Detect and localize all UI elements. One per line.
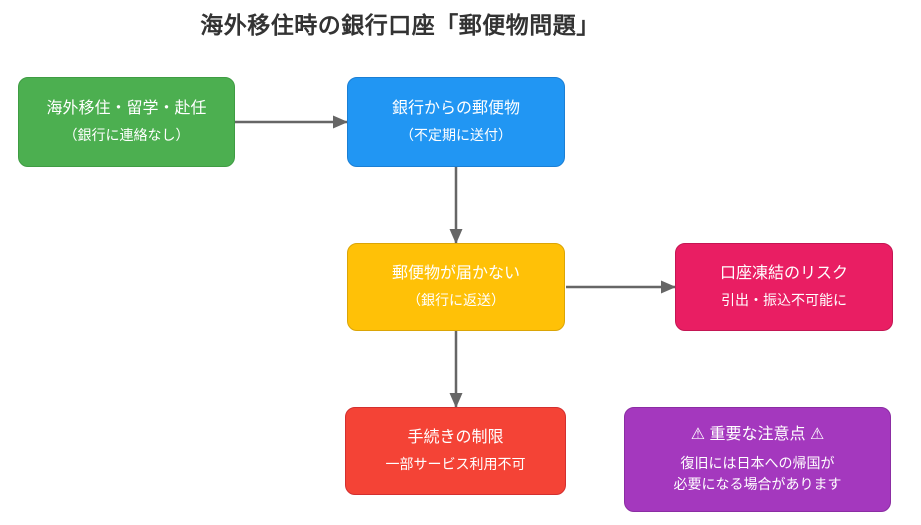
node-procedure-restriction: 手続きの制限 一部サービス利用不可 [345,407,566,495]
node-overseas-move-title: 海外移住・留学・赴任 [46,100,207,118]
node-bank-mail: 銀行からの郵便物 （不定期に送付） [347,77,565,167]
node-procedure-restriction-subtitle: 一部サービス利用不可 [385,456,526,473]
node-account-freeze-risk-subtitle: 引出・振込不可能に [721,292,847,309]
node-account-freeze-risk-title: 口座凍結のリスク [719,265,848,283]
node-account-freeze-risk: 口座凍結のリスク 引出・振込不可能に [675,243,893,331]
node-bank-mail-subtitle: （不定期に送付） [400,127,512,144]
node-mail-undelivered: 郵便物が届かない （銀行に返送） [347,243,565,331]
node-bank-mail-title: 銀行からの郵便物 [391,100,520,118]
node-mail-undelivered-subtitle: （銀行に返送） [407,292,505,309]
diagram-title: 海外移住時の銀行口座「郵便物問題」 [200,12,600,38]
node-important-warning-title: ⚠ 重要な注意点 ⚠ [690,425,825,443]
node-important-warning: ⚠ 重要な注意点 ⚠ 復旧には日本への帰国が 必要になる場合があります [624,407,891,512]
node-overseas-move: 海外移住・留学・赴任 （銀行に連絡なし） [18,77,235,167]
node-important-warning-body-line1: 復旧には日本への帰国が [680,454,835,471]
node-procedure-restriction-title: 手続きの制限 [407,429,504,447]
node-mail-undelivered-title: 郵便物が届かない [391,265,520,283]
node-overseas-move-subtitle: （銀行に連絡なし） [63,127,190,144]
node-important-warning-body-line2: 必要になる場合があります [673,476,842,493]
